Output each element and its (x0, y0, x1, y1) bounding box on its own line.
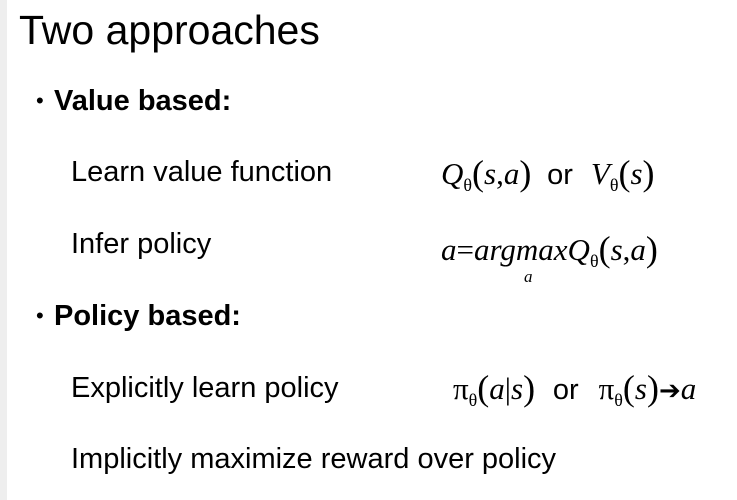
section-policy-based: • Policy based: (36, 298, 241, 334)
math-symbol: Q (441, 156, 464, 191)
math-subscript: θ (614, 390, 623, 410)
math-paren: ) (523, 368, 536, 408)
math-comma: , (496, 156, 504, 191)
math-paren: ) (642, 153, 655, 193)
math-paren: ( (598, 229, 611, 269)
section-heading: Policy based: (54, 300, 241, 332)
math-subscript: θ (589, 251, 599, 271)
math-symbol: a (630, 232, 646, 267)
math-symbol: Q (567, 232, 590, 267)
math-paren: ) (519, 153, 532, 193)
math-or-text: or (547, 159, 573, 191)
math-symbol: a (489, 371, 505, 406)
section-heading: Value based: (54, 85, 232, 117)
math-symbol: V (590, 156, 610, 191)
math-symbol: π (453, 371, 469, 406)
math-symbol: s (511, 371, 524, 406)
item-implicitly-maximize-reward: Implicitly maximize reward over policy (71, 443, 557, 475)
item-learn-value-function: Learn value function (71, 156, 333, 188)
math-symbol: a (680, 371, 697, 406)
math-symbol: s (630, 156, 643, 191)
math-paren: ) (645, 229, 658, 269)
section-value-based: • Value based: (36, 83, 231, 119)
item-infer-policy: Infer policy (71, 228, 212, 260)
math-symbol: s (484, 156, 497, 191)
math-symbol: s (634, 371, 647, 406)
math-paren: ( (618, 153, 631, 193)
math-subscript: θ (468, 390, 478, 410)
bullet-icon: • (36, 303, 44, 328)
math-symbol: a (503, 156, 520, 191)
math-argmax: argmax (473, 232, 568, 267)
math-paren: ( (477, 368, 490, 408)
math-symbol: a (441, 232, 457, 267)
math-symbol: s (610, 232, 623, 267)
math-paren: ( (622, 368, 635, 408)
item-explicitly-learn-policy: Explicitly learn policy (71, 372, 339, 404)
math-paren: ) (646, 368, 659, 408)
argmax-underscript: a (524, 267, 533, 286)
math-equals: = (456, 232, 474, 267)
formula-argmax: a=argmaxQθ(s,a) (441, 230, 658, 272)
bullet-icon: • (36, 88, 44, 113)
math-subscript: θ (463, 175, 473, 195)
math-bar: | (504, 371, 511, 406)
math-paren: ( (472, 153, 485, 193)
math-comma: , (622, 232, 631, 267)
math-or-text: or (552, 374, 579, 406)
math-symbol: π (598, 371, 615, 406)
math-subscript: θ (609, 175, 619, 195)
slide-left-border (0, 0, 7, 500)
slide-title: Two approaches (19, 7, 320, 53)
arrow-right-icon: ➔ (658, 376, 681, 406)
